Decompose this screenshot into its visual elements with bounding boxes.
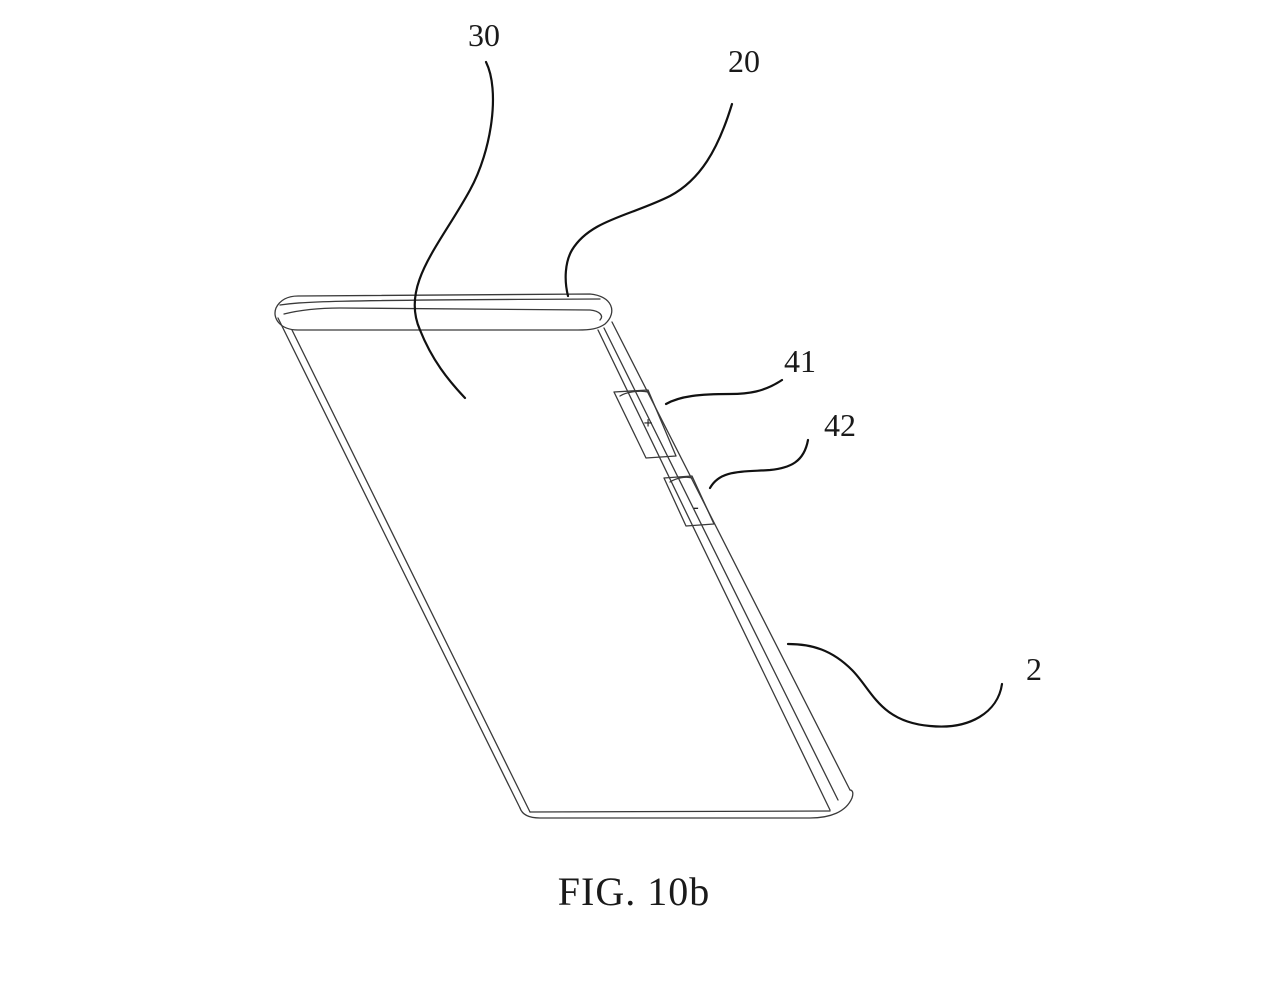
leader-41 bbox=[664, 378, 784, 406]
ref-label-2: 2 bbox=[1026, 651, 1042, 687]
leader-30 bbox=[413, 60, 495, 400]
bottom-edge bbox=[519, 789, 854, 819]
top-cap-inner-line bbox=[279, 298, 601, 306]
bottom-edge-inner bbox=[529, 810, 831, 813]
minus-symbol: - bbox=[693, 499, 698, 516]
volume-down-button-42: - bbox=[663, 475, 715, 527]
left-edge bbox=[277, 317, 521, 809]
top-cap-rim bbox=[283, 307, 603, 321]
leader-20 bbox=[564, 102, 734, 298]
plus-symbol: + bbox=[643, 415, 652, 432]
side-mid-edge bbox=[603, 327, 839, 801]
ref-label-20: 20 bbox=[728, 43, 760, 79]
left-edge-inner bbox=[291, 329, 531, 813]
ref-label-30: 30 bbox=[468, 17, 500, 53]
volume-up-button-41: + bbox=[613, 389, 677, 459]
leader-42 bbox=[708, 438, 810, 490]
top-cap-outer bbox=[274, 293, 613, 331]
leader-2 bbox=[786, 642, 1004, 728]
device-body: + - bbox=[274, 293, 854, 819]
front-right-edge bbox=[597, 329, 831, 811]
figure-caption: FIG. 10b bbox=[557, 869, 711, 914]
ref-label-41: 41 bbox=[784, 343, 816, 379]
ref-label-42: 42 bbox=[824, 407, 856, 443]
